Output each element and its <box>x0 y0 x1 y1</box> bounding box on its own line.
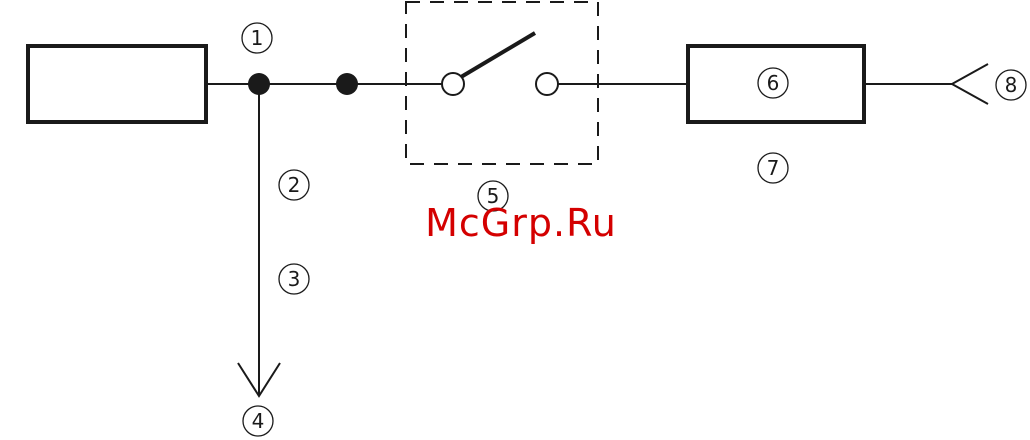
marker-7: 7 <box>758 153 788 183</box>
marker-1: 1 <box>242 23 272 53</box>
marker-4-label: 4 <box>252 409 265 433</box>
marker-3-label: 3 <box>288 267 301 291</box>
watermark-text: McGrp.Ru <box>425 201 617 245</box>
connector-symbol <box>952 64 988 104</box>
switch-contact-right <box>536 73 558 95</box>
marker-6-label: 6 <box>767 71 780 95</box>
marker-3: 3 <box>279 264 309 294</box>
switch-lever <box>461 33 535 77</box>
marker-8: 8 <box>996 70 1026 100</box>
marker-7-label: 7 <box>767 156 780 180</box>
component-box-left <box>28 46 206 122</box>
marker-2: 2 <box>279 170 309 200</box>
marker-8-label: 8 <box>1005 73 1018 97</box>
marker-2-label: 2 <box>288 173 301 197</box>
marker-1-label: 1 <box>251 26 264 50</box>
junction-dot-2 <box>336 73 358 95</box>
marker-4: 4 <box>243 406 273 436</box>
